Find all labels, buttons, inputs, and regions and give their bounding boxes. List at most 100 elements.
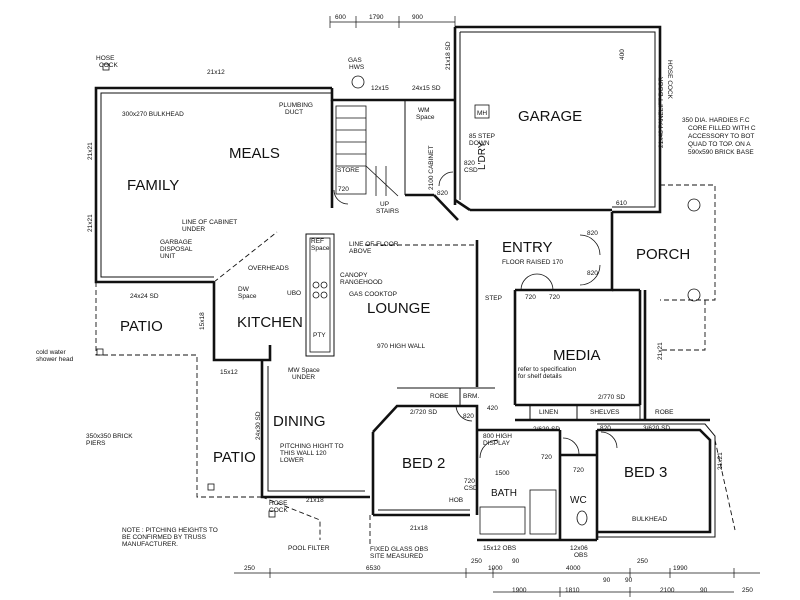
window-size: 21x18 <box>410 525 428 532</box>
cooktop-icon <box>320 291 328 299</box>
dim-value: 1000 <box>488 565 503 572</box>
csd-820: 820 CSD <box>464 160 478 174</box>
window-size: 21x18 SD <box>445 41 452 70</box>
robe-bed2: ROBE <box>430 393 449 400</box>
window-size: 21x12 <box>207 69 225 76</box>
hose-cock-tr: HOSE COCK <box>666 60 673 100</box>
annotations: HOSE COCK HOSE COCK HOSE COCK GAS HWS MH… <box>36 55 756 560</box>
mw-space: MW Space UNDER <box>288 367 322 381</box>
door-sizes: 720 820 820 820 610 720 720 2/770 SD 2/7… <box>338 186 670 492</box>
overheads: OVERHEADS <box>248 265 289 272</box>
dim-value: 250 <box>471 558 482 565</box>
room-dining: DINING <box>273 413 326 430</box>
dashed-lines <box>95 184 736 545</box>
brm: BRM. <box>463 393 479 400</box>
line-floor-above: LINE OF FLOOR ABOVE <box>349 241 400 255</box>
obs-15x12: 15x12 OBS <box>483 545 517 552</box>
exterior-walls <box>94 25 716 542</box>
stairs <box>335 105 399 197</box>
dim-value: 1900 <box>512 587 527 594</box>
garbage-disposal: GARBAGE DISPOSAL UNIT <box>160 239 194 260</box>
high-wall: 970 HIGH WALL <box>377 343 426 350</box>
window-size: 21x18 <box>306 497 324 504</box>
obs-12x06: 12x06 OBS <box>570 545 590 559</box>
dim-value: 1990 <box>673 565 688 572</box>
door-size: 420 <box>487 405 498 412</box>
pool-filter: POOL FILTER <box>288 545 330 552</box>
dim-value: 1790 <box>369 14 384 21</box>
window-size: 21x21 <box>87 142 94 160</box>
display: 800 HIGH DISPLAY <box>483 433 514 447</box>
cooktop-icon <box>312 281 320 289</box>
window-size: 24x24 SD <box>130 293 159 300</box>
room-patio-lower: PATIO <box>213 449 256 466</box>
window-size: 24x30 SD <box>255 411 262 440</box>
dimension-lines <box>234 16 760 597</box>
door-size: 720 <box>525 294 536 301</box>
pty: PTY <box>313 332 326 339</box>
room-family: FAMILY <box>127 177 179 194</box>
cold-water: cold water shower head <box>36 349 74 363</box>
dw-space: DW Space <box>238 286 257 300</box>
shelves: SHELVES <box>590 409 620 416</box>
gas-hws: GAS HWS <box>348 57 365 71</box>
room-meals: MEALS <box>229 145 280 162</box>
window-sizes: 21x12 12x15 24x15 SD 21x18 SD 21x21 21x2… <box>87 41 724 532</box>
room-bath: BATH <box>491 488 517 499</box>
brick-piers: 350x350 BRICK PIERS <box>86 433 134 447</box>
ubo: UBO <box>287 290 301 297</box>
line-cabinet-under: LINE OF CABINET UNDER <box>182 219 239 233</box>
robe-bed3: ROBE <box>655 409 674 416</box>
room-ldry: L'DRY <box>477 141 488 170</box>
step-down: 85 STEP DOWN <box>469 133 497 147</box>
window-size: 21x21 <box>87 214 94 232</box>
canopy-rangehood: CANOPY RANGEHOOD <box>340 272 383 286</box>
window-size: 15x18 <box>199 312 206 330</box>
pitching-note: PITCHING HIGHT TO THIS WALL 120 LOWER <box>280 443 345 464</box>
cooktop-icon <box>320 281 328 289</box>
room-media: MEDIA <box>553 347 601 364</box>
dim-value: 600 <box>335 14 346 21</box>
dim-value: 90 <box>512 558 520 565</box>
pier-icon <box>687 198 701 212</box>
room-porch: PORCH <box>636 246 690 263</box>
gas-cooktop: GAS COOKTOP <box>349 291 397 298</box>
window-size: 400 <box>619 49 626 60</box>
up-stairs: UP STAIRS <box>376 201 400 215</box>
door-size: 820 <box>463 413 474 420</box>
door-size: 1500 <box>495 470 510 477</box>
manhole-icon <box>474 104 490 119</box>
window-size: 21x21 <box>717 452 724 470</box>
door-size: 720 <box>549 294 560 301</box>
room-wc: WC <box>570 495 587 506</box>
dim-value: 900 <box>412 14 423 21</box>
dim-value: 4000 <box>566 565 581 572</box>
door-size: 820 <box>437 190 448 197</box>
gas-hws-icon <box>351 75 365 89</box>
ref-space: REF Space <box>311 238 330 252</box>
door-size: 720 <box>541 454 552 461</box>
door-size: 720 <box>573 467 584 474</box>
door-size: 820 <box>587 230 598 237</box>
door-size: 610 <box>616 200 627 207</box>
dim-value: 250 <box>244 565 255 572</box>
door-size: 2/620 SD <box>533 426 560 433</box>
hob: HOB <box>449 497 463 504</box>
bulkhead-bed3: BULKHEAD <box>632 516 667 523</box>
fixed-glass: FIXED GLASS OBS SITE MEASURED <box>370 546 430 560</box>
door-size: 720 CSD <box>464 478 478 492</box>
room-bed2: BED 2 <box>402 455 445 472</box>
cabinet-2100: 2100 CABINET <box>428 146 435 190</box>
circles <box>96 63 701 518</box>
room-patio-left: PATIO <box>120 318 163 335</box>
door-size: 2/720 SD <box>410 409 437 416</box>
floor-raised: FLOOR RAISED 170 <box>502 259 563 266</box>
wm-space: WM Space <box>416 107 435 121</box>
door-size: 3/620 SD <box>643 425 670 432</box>
shelf-spec: refer to specification for shelf details <box>518 366 578 380</box>
step-label: STEP <box>485 295 502 302</box>
plumbing-duct: PLUMBING DUCT <box>279 102 315 116</box>
linen: LINEN <box>539 409 558 416</box>
doors <box>333 171 618 459</box>
